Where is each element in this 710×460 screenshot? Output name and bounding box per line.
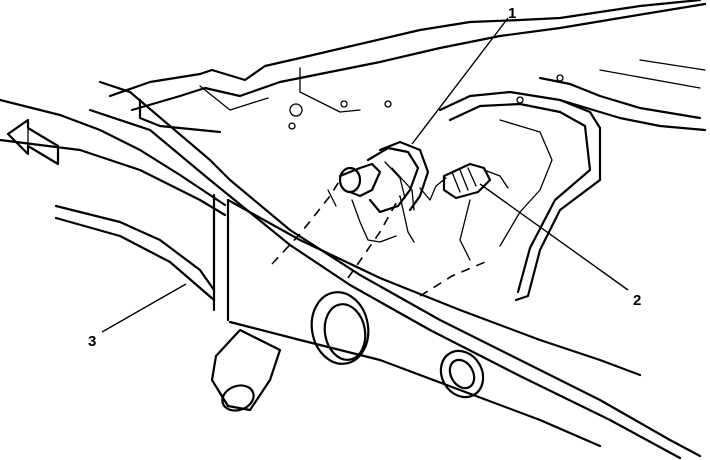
tank-hidden-edge-3: [419, 259, 491, 297]
callout-2: 2: [633, 292, 641, 309]
frame-access-hole: [310, 291, 370, 365]
upper-floor-pan: [108, 0, 707, 134]
lower-tube: [210, 328, 282, 412]
fuel-tank: [438, 90, 602, 302]
callout-1: 1: [508, 5, 516, 22]
leader-line-1: [411, 17, 509, 145]
fuel-sender-module: [327, 140, 447, 243]
fuel-line-connector: [442, 162, 509, 200]
callout-3: 3: [88, 333, 96, 350]
leader-line-3: [101, 283, 187, 333]
tank-hidden-edge: [271, 179, 341, 265]
leader-line-2: [479, 183, 629, 291]
frame-oval-slot: [439, 349, 485, 399]
frame-rail: [0, 80, 702, 460]
